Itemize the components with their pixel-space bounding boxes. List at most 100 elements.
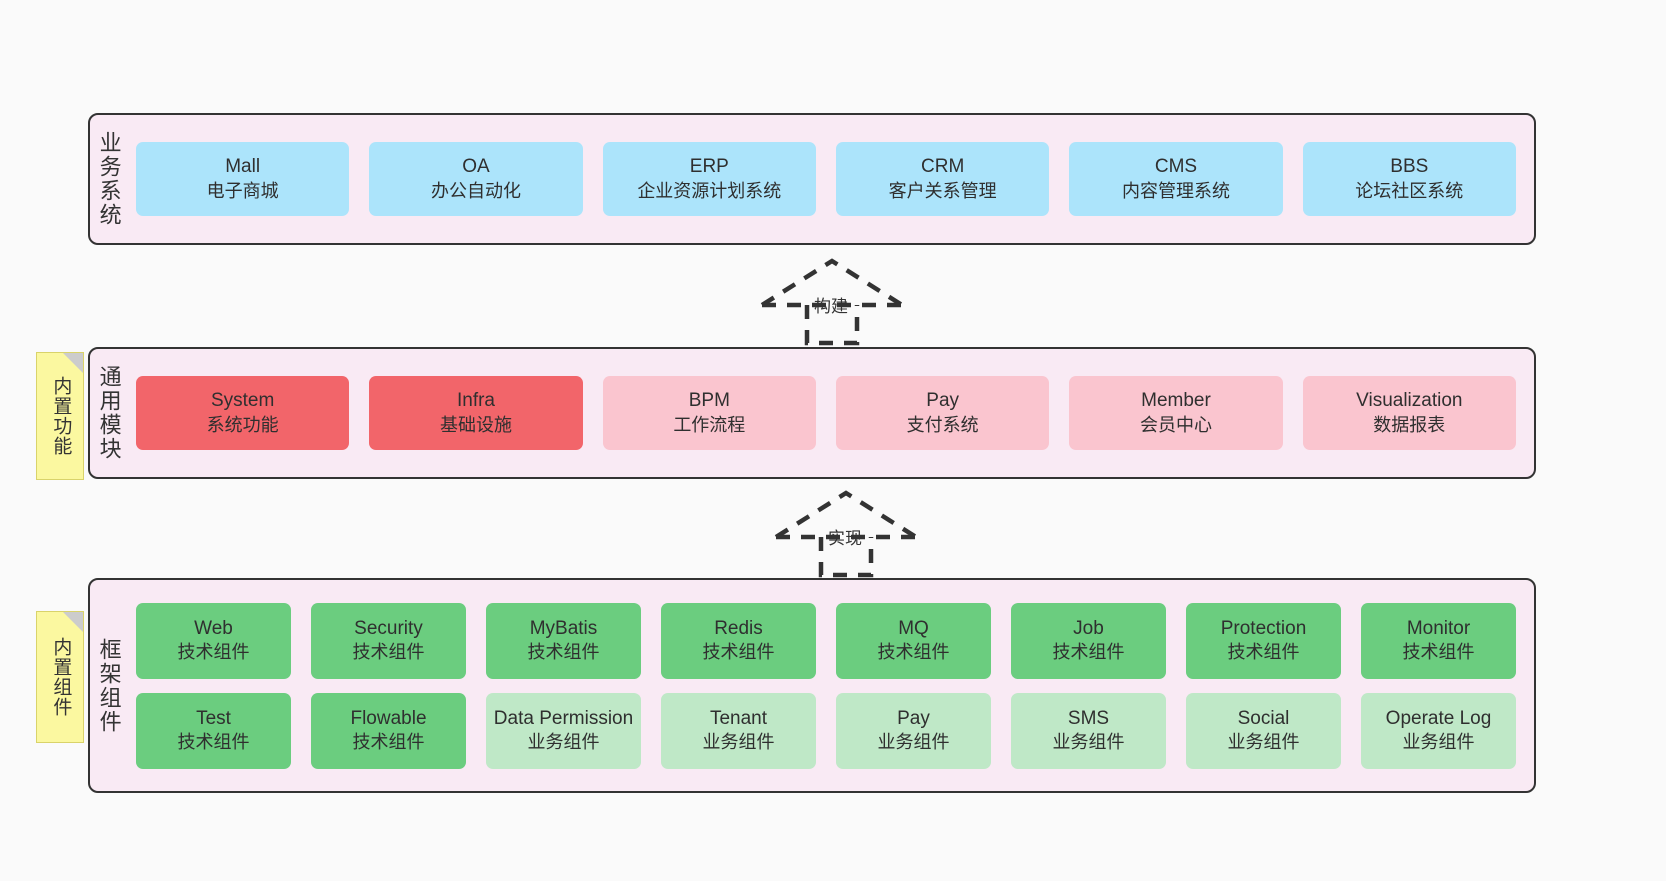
card-oa-desc: 办公自动化: [430, 180, 521, 201]
implement-arrowhead-icon: [774, 490, 918, 539]
card-pay-component-desc: 业务组件: [877, 732, 950, 753]
card-social-desc: 业务组件: [1227, 732, 1300, 753]
card-flowable[interactable]: Flowable 技术组件: [311, 692, 466, 769]
card-visualization-desc: 数据报表: [1373, 414, 1446, 435]
card-web-desc: 技术组件: [177, 642, 250, 663]
note-builtin-component-label: 内置组件: [50, 637, 72, 717]
card-system[interactable]: System 系统功能: [136, 376, 350, 450]
build-arrowhead-icon: [760, 258, 904, 307]
card-oa[interactable]: OA 办公自动化: [369, 142, 583, 216]
layer-business-system-caption: 业务系统: [96, 131, 122, 227]
card-protection[interactable]: Protection 技术组件: [1186, 602, 1341, 679]
card-visualization[interactable]: Visualization 数据报表: [1302, 376, 1516, 450]
card-mall-name: Mall: [225, 156, 261, 178]
card-social[interactable]: Social 业务组件: [1186, 692, 1341, 769]
card-bpm[interactable]: BPM 工作流程: [602, 376, 816, 450]
card-tenant-desc: 业务组件: [702, 732, 775, 753]
card-flowable-name: Flowable: [350, 707, 427, 729]
business-card-row: Mall 电子商城 OA 办公自动化 ERP 企业资源计划系统 CRM 客户关系…: [136, 142, 1516, 216]
card-bbs-desc: 论坛社区系统: [1355, 180, 1464, 201]
card-web[interactable]: Web 技术组件: [136, 602, 291, 679]
connector-implement-label: 实现: [828, 529, 862, 548]
layer-framework-component-body: Web 技术组件 Security 技术组件 MyBatis 技术组件 Redi…: [128, 580, 1534, 791]
card-erp-desc: 企业资源计划系统: [637, 180, 782, 201]
implement-shaft: [818, 537, 874, 578]
card-erp[interactable]: ERP 企业资源计划系统: [602, 142, 816, 216]
card-mybatis-desc: 技术组件: [527, 642, 600, 663]
card-pay-component-name: Pay: [897, 707, 930, 729]
framework-tech-row: Web 技术组件 Security 技术组件 MyBatis 技术组件 Redi…: [136, 602, 1516, 679]
card-job[interactable]: Job 技术组件: [1011, 602, 1166, 679]
card-mall[interactable]: Mall 电子商城: [136, 142, 350, 216]
card-data-permission-name: Data Permission: [493, 707, 634, 729]
note-builtin-function-label: 内置功能: [50, 376, 72, 456]
card-mq-name: MQ: [898, 617, 929, 639]
card-sms-desc: 业务组件: [1052, 732, 1125, 753]
layer-common-module-body: System 系统功能 Infra 基础设施 BPM 工作流程 Pay 支付系统…: [128, 349, 1534, 477]
connector-build: 构建: [752, 255, 912, 346]
common-card-row: System 系统功能 Infra 基础设施 BPM 工作流程 Pay 支付系统…: [136, 376, 1516, 450]
card-cms-name: CMS: [1154, 156, 1198, 178]
note-builtin-function: 内置功能: [36, 352, 84, 480]
card-cms[interactable]: CMS 内容管理系统: [1069, 142, 1283, 216]
card-redis[interactable]: Redis 技术组件: [661, 602, 816, 679]
card-mq-desc: 技术组件: [877, 642, 950, 663]
card-security-desc: 技术组件: [352, 642, 425, 663]
build-shaft: [804, 305, 860, 346]
card-protection-desc: 技术组件: [1227, 642, 1300, 663]
card-member[interactable]: Member 会员中心: [1069, 376, 1283, 450]
card-pay-module-name: Pay: [926, 390, 960, 412]
card-mq[interactable]: MQ 技术组件: [836, 602, 991, 679]
layer-common-module-caption: 通用模块: [96, 365, 122, 461]
card-tenant[interactable]: Tenant 业务组件: [661, 692, 816, 769]
card-system-desc: 系统功能: [206, 414, 279, 435]
card-protection-name: Protection: [1220, 617, 1307, 639]
card-test-desc: 技术组件: [177, 732, 250, 753]
card-monitor-name: Monitor: [1406, 617, 1471, 639]
layer-common-module: 通用模块 System 系统功能 Infra 基础设施 BPM 工作流程 Pay…: [88, 347, 1536, 479]
framework-business-row: Test 技术组件 Flowable 技术组件 Data Permission …: [136, 692, 1516, 769]
card-cms-desc: 内容管理系统: [1121, 180, 1230, 201]
card-operate-log[interactable]: Operate Log 业务组件: [1361, 692, 1516, 769]
connector-build-label: 构建: [814, 297, 848, 316]
card-pay-component[interactable]: Pay 业务组件: [836, 692, 991, 769]
layer-business-system-body: Mall 电子商城 OA 办公自动化 ERP 企业资源计划系统 CRM 客户关系…: [128, 115, 1534, 243]
card-sms[interactable]: SMS 业务组件: [1011, 692, 1166, 769]
note-builtin-component: 内置组件: [36, 611, 84, 743]
card-web-name: Web: [194, 617, 233, 639]
card-bpm-desc: 工作流程: [673, 414, 746, 435]
card-infra-desc: 基础设施: [439, 414, 512, 435]
card-test-name: Test: [196, 707, 231, 729]
card-redis-desc: 技术组件: [702, 642, 775, 663]
card-test[interactable]: Test 技术组件: [136, 692, 291, 769]
card-security-name: Security: [354, 617, 423, 639]
card-operate-log-desc: 业务组件: [1402, 732, 1475, 753]
card-infra-name: Infra: [456, 390, 495, 412]
card-job-desc: 技术组件: [1052, 642, 1125, 663]
card-member-name: Member: [1141, 390, 1211, 412]
card-flowable-desc: 技术组件: [352, 732, 425, 753]
card-erp-name: ERP: [689, 156, 729, 178]
layer-framework-component: 框架组件 Web 技术组件 Security 技术组件 MyBatis 技术组件…: [88, 578, 1536, 793]
layer-framework-component-caption: 框架组件: [96, 637, 122, 734]
connector-implement: 实现: [766, 487, 926, 578]
card-system-name: System: [210, 390, 275, 412]
card-tenant-name: Tenant: [709, 707, 768, 729]
card-data-permission[interactable]: Data Permission 业务组件: [486, 692, 641, 769]
layer-business-system: 业务系统 Mall 电子商城 OA 办公自动化 ERP 企业资源计划系统 CRM…: [88, 113, 1536, 245]
card-security[interactable]: Security 技术组件: [311, 602, 466, 679]
card-pay-module[interactable]: Pay 支付系统: [835, 376, 1050, 450]
card-sms-name: SMS: [1067, 707, 1110, 729]
card-crm[interactable]: CRM 客户关系管理: [835, 142, 1050, 216]
card-infra[interactable]: Infra 基础设施: [369, 376, 583, 450]
card-crm-name: CRM: [921, 156, 965, 178]
card-mybatis[interactable]: MyBatis 技术组件: [486, 602, 641, 679]
card-redis-name: Redis: [714, 617, 763, 639]
card-bbs[interactable]: BBS 论坛社区系统: [1302, 142, 1516, 216]
card-mybatis-name: MyBatis: [529, 617, 598, 639]
card-data-permission-desc: 业务组件: [527, 732, 600, 753]
card-oa-name: OA: [462, 156, 490, 178]
card-bbs-name: BBS: [1390, 156, 1429, 178]
card-monitor[interactable]: Monitor 技术组件: [1361, 602, 1516, 679]
